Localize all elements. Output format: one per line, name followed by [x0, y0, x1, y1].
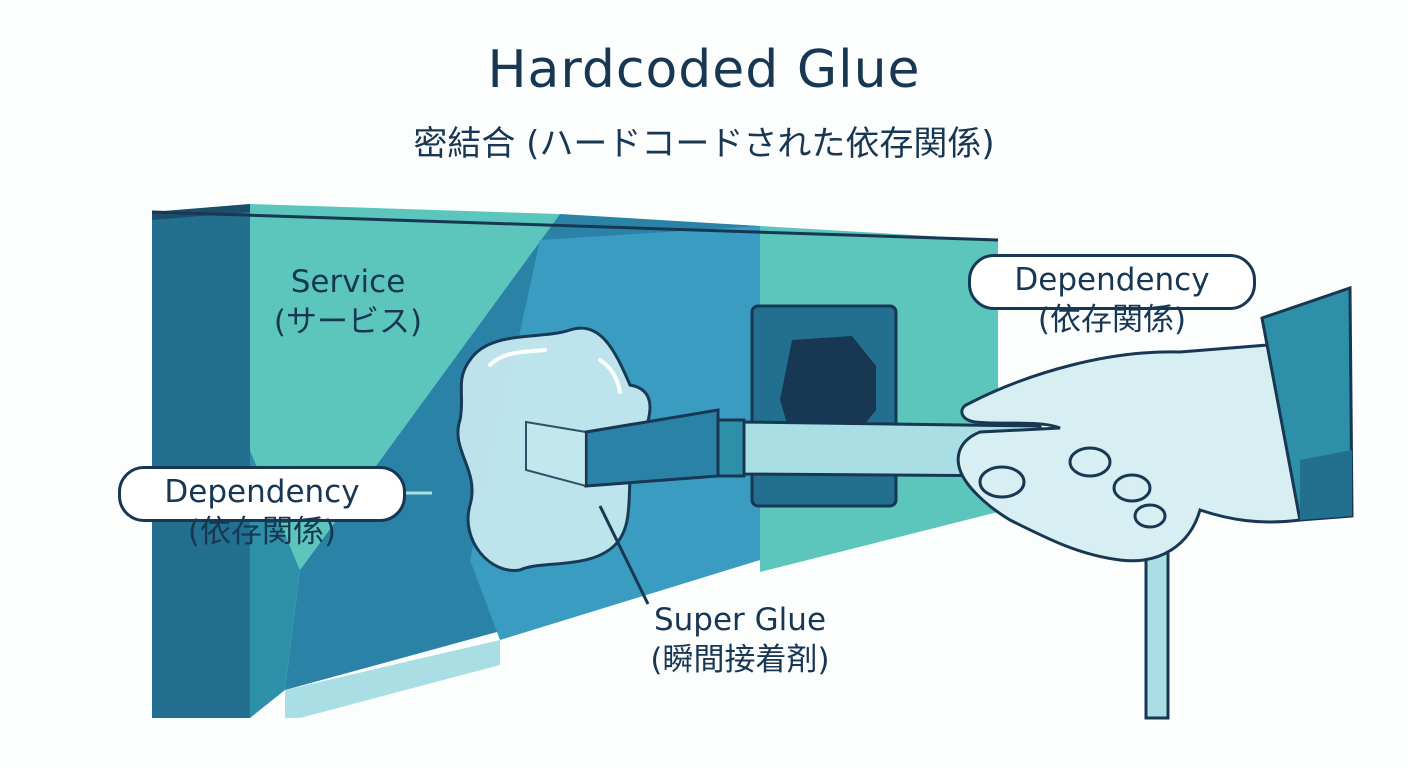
super-glue-label: Super Glue (瞬間接着剤) [610, 600, 870, 680]
service-label: Service (サービス) [248, 262, 448, 342]
super-glue-label-ja: (瞬間接着剤) [610, 640, 870, 680]
page-subtitle: 密結合 (ハードコードされた依存関係) [0, 116, 1408, 165]
dependency-left-label-en: Dependency [118, 472, 406, 512]
dependency-right-label: Dependency (依存関係) [968, 260, 1256, 340]
dependency-left-label-ja: (依存関係) [118, 512, 406, 552]
dependency-right-label-en: Dependency [968, 260, 1256, 300]
dependency-left-label: Dependency (依存関係) [118, 472, 406, 552]
service-label-en: Service [248, 262, 448, 302]
super-glue-label-en: Super Glue [610, 600, 870, 640]
page-title: Hardcoded Glue [0, 40, 1408, 100]
service-label-ja: (サービス) [248, 302, 448, 342]
dependency-right-label-ja: (依存関係) [968, 300, 1256, 340]
